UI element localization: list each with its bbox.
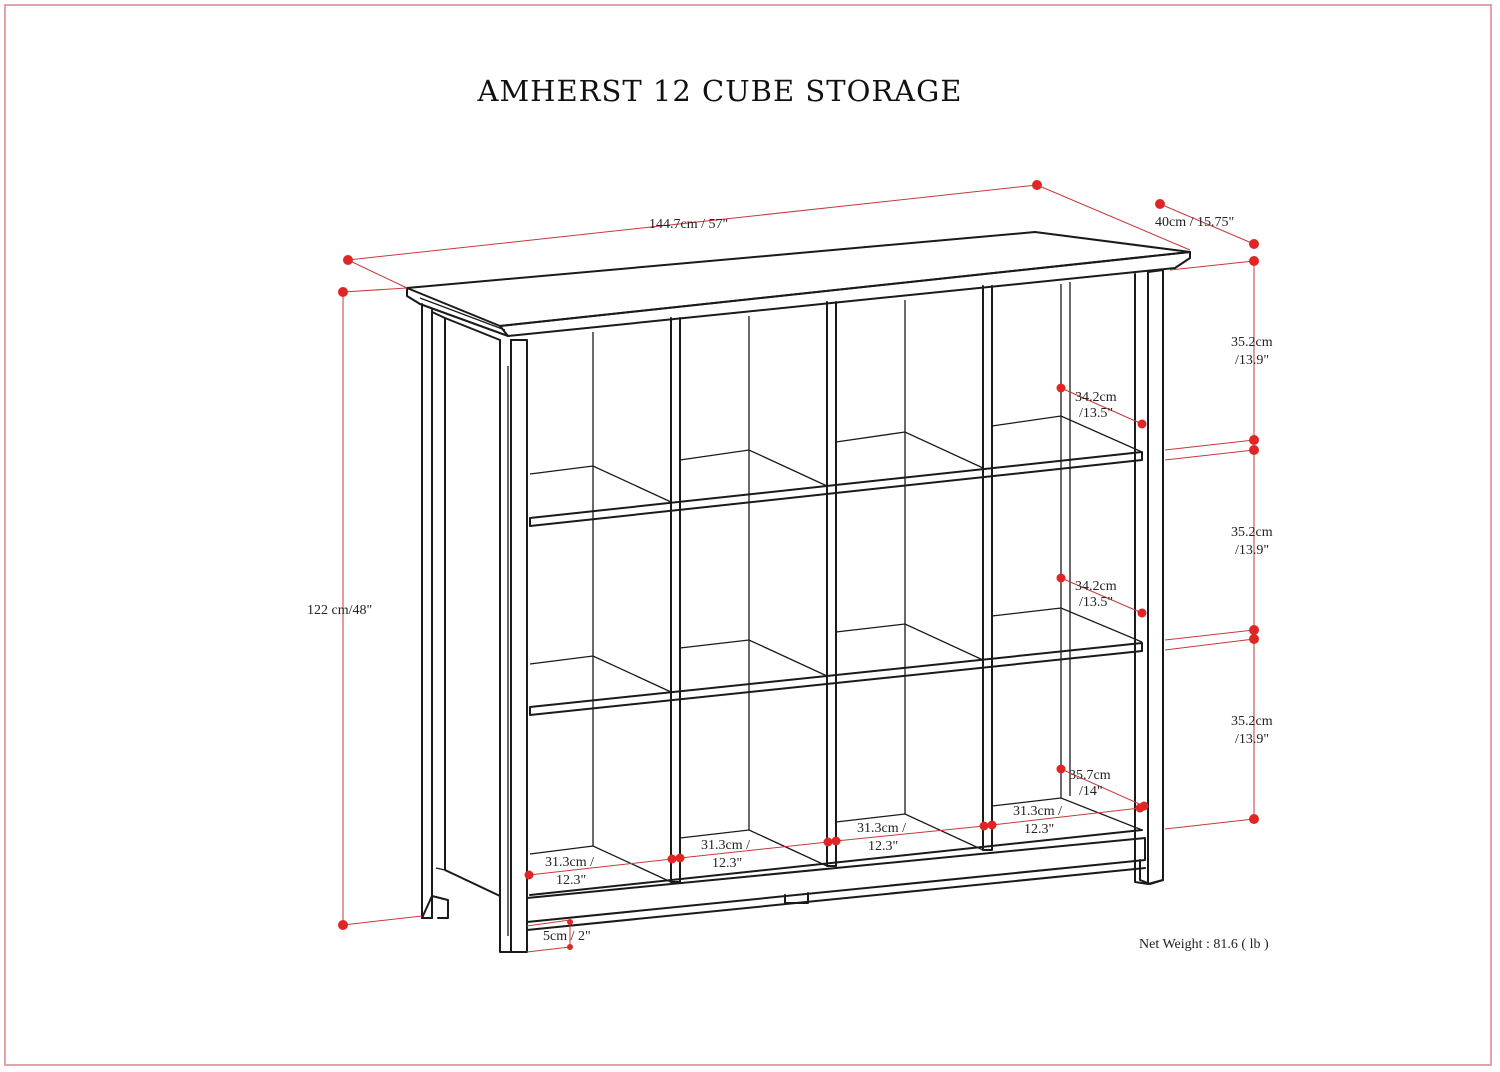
base-clearance-label: 5cm / 2" <box>543 929 591 944</box>
row-height-mid-line1: 35.2cm <box>1231 525 1273 540</box>
row-height-bottom-line2: /13.9" <box>1235 732 1269 747</box>
cube-width-3-line2: 12.3" <box>868 839 898 854</box>
inner-height-mid-line1: 34.2cm <box>1075 579 1117 594</box>
depth-label: 40cm / 15.75" <box>1155 215 1234 230</box>
inner-height-top-line2: /13.5" <box>1079 406 1113 421</box>
cube-width-3-line1: 31.3cm / <box>857 821 906 836</box>
depth-dot-right <box>1249 239 1259 249</box>
shelf-2 <box>529 642 1143 716</box>
cube-width-4-line2: 12.3" <box>1024 822 1054 837</box>
cube-width-2-line2: 12.3" <box>712 856 742 871</box>
cube-width-1-line2: 12.3" <box>556 873 586 888</box>
bottom-apron <box>526 837 1146 923</box>
page-frame <box>4 4 1492 1066</box>
divider-2 <box>826 301 837 867</box>
row-height-bottom-line1: 35.2cm <box>1231 714 1273 729</box>
divider-3 <box>982 285 993 851</box>
furniture-outline <box>406 231 1191 953</box>
front-right-post <box>1134 271 1149 885</box>
inner-height-bottom-line1: 35.7cm <box>1069 768 1111 783</box>
inner-height-bottom-line2: /14" <box>1079 784 1103 799</box>
cube-width-4-line1: 31.3cm / <box>1013 804 1062 819</box>
center-foot <box>784 892 809 904</box>
height-label: 122 cm/48" <box>307 603 372 618</box>
top-front-edge <box>499 251 1191 337</box>
row-height-mid-line2: /13.9" <box>1235 543 1269 558</box>
inner-height-mid-line2: /13.5" <box>1079 595 1113 610</box>
height-dot-bottom <box>338 920 348 930</box>
depth-dot-left <box>1155 199 1165 209</box>
row-height-top-line2: /13.9" <box>1235 353 1269 368</box>
front-left-post <box>499 339 512 953</box>
top-side-edge <box>406 287 509 337</box>
divider-1 <box>670 317 681 883</box>
inner-height-top-line1: 34.2cm <box>1075 390 1117 405</box>
width-dot-left <box>343 255 353 265</box>
net-weight-label: Net Weight : 81.6 ( lb ) <box>1139 937 1269 952</box>
height-dot-top <box>338 287 348 297</box>
cube-width-1-line1: 31.3cm / <box>545 855 594 870</box>
left-back-leg <box>421 867 449 919</box>
shelf-1 <box>529 451 1143 527</box>
row-height-top-line1: 35.2cm <box>1231 335 1273 350</box>
cube-width-2-line1: 31.3cm / <box>701 838 750 853</box>
page-title: AMHERST 12 CUBE STORAGE <box>477 74 963 108</box>
left-side-panel <box>421 303 433 919</box>
dimension-labels: 144.7cm / 57" 40cm / 15.75" 122 cm/48" 3… <box>307 215 1273 952</box>
width-label: 144.7cm / 57" <box>649 217 728 232</box>
dimension-lines <box>338 180 1259 953</box>
